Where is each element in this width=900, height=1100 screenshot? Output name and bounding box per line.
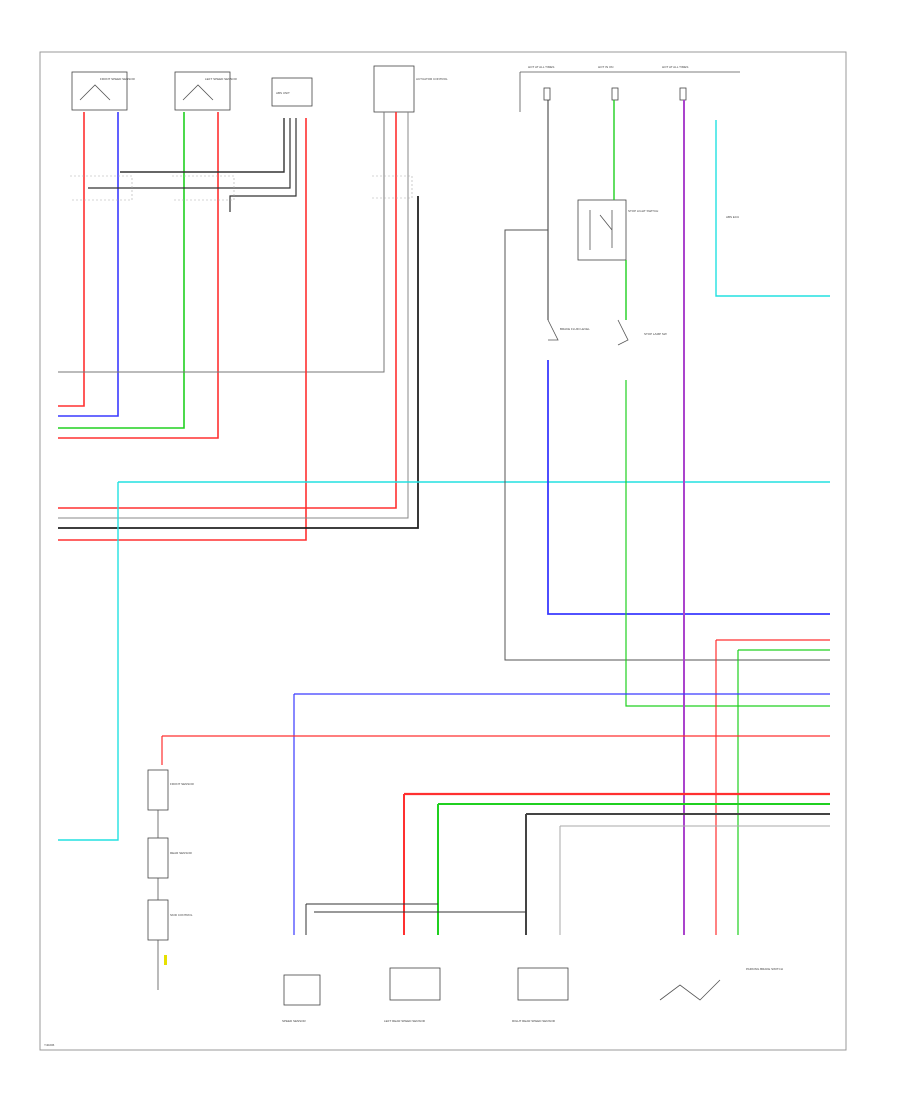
relay-label: STOP LIGHT SWITCH xyxy=(628,209,658,213)
footer-code: Y40206 xyxy=(44,1043,55,1047)
bottom-component-1: SPEED SENSOR xyxy=(282,974,321,1023)
top-component-4-label: ACTUATOR CONTROL xyxy=(416,77,448,81)
left-bottom-stack: FRONT SENSOR REAR SENSOR SKID CONTROL xyxy=(147,769,195,990)
bottom-component-3-label: RIGHT REAR SPEED SENSOR xyxy=(512,1019,556,1023)
switch-1-label: BRAKE FLUID LEVEL xyxy=(560,327,590,331)
diagram-frame xyxy=(39,51,847,1051)
top-component-2-label: LEFT SPEED SENSOR xyxy=(205,77,238,81)
top-component-4: ACTUATOR CONTROL xyxy=(373,65,448,113)
left-bottom-3-label: SKID CONTROL xyxy=(170,913,193,917)
fuse-1-label: HOT AT ALL TIMES xyxy=(528,65,554,69)
top-component-1-label: FRONT SPEED SENSOR xyxy=(100,77,136,81)
fuse-3-label: HOT AT ALL TIMES xyxy=(662,65,688,69)
bottom-component-3: RIGHT REAR SPEED SENSOR xyxy=(512,967,569,1023)
switch-2-label: STOP LAMP SW xyxy=(644,332,667,336)
ecu-component: ABS ECU xyxy=(726,215,739,219)
top-component-2: LEFT SPEED SENSOR xyxy=(174,71,238,111)
bottom-component-1-label: SPEED SENSOR xyxy=(282,1019,307,1023)
top-component-3: ABS UNIT xyxy=(271,77,313,107)
bottom-component-4-label: PARKING BRAKE SWITCH xyxy=(746,967,783,971)
cyan-wire xyxy=(58,481,830,841)
top-component-3-label: ABS UNIT xyxy=(276,91,290,95)
top-component-1: FRONT SPEED SENSOR xyxy=(71,71,136,111)
fuse-2-label: HOT IN ON xyxy=(598,65,613,69)
relay-component: STOP LIGHT SWITCH xyxy=(577,199,658,261)
right-wires xyxy=(161,100,830,935)
bottom-component-2: LEFT REAR SPEED SENSOR xyxy=(384,967,441,1023)
left-bottom-2-label: REAR SENSOR xyxy=(170,851,193,855)
fuse-area: HOT AT ALL TIMES HOT IN ON HOT AT ALL TI… xyxy=(519,65,740,112)
left-bottom-1-label: FRONT SENSOR xyxy=(170,782,195,786)
switch-1: BRAKE FLUID LEVEL xyxy=(547,319,590,341)
top-left-wires xyxy=(58,112,419,541)
bottom-component-4: PARKING BRAKE SWITCH xyxy=(659,967,783,1001)
bottom-component-2-label: LEFT REAR SPEED SENSOR xyxy=(384,1019,426,1023)
ecu-label: ABS ECU xyxy=(726,215,739,219)
switch-2: STOP LAMP SW xyxy=(617,319,667,346)
